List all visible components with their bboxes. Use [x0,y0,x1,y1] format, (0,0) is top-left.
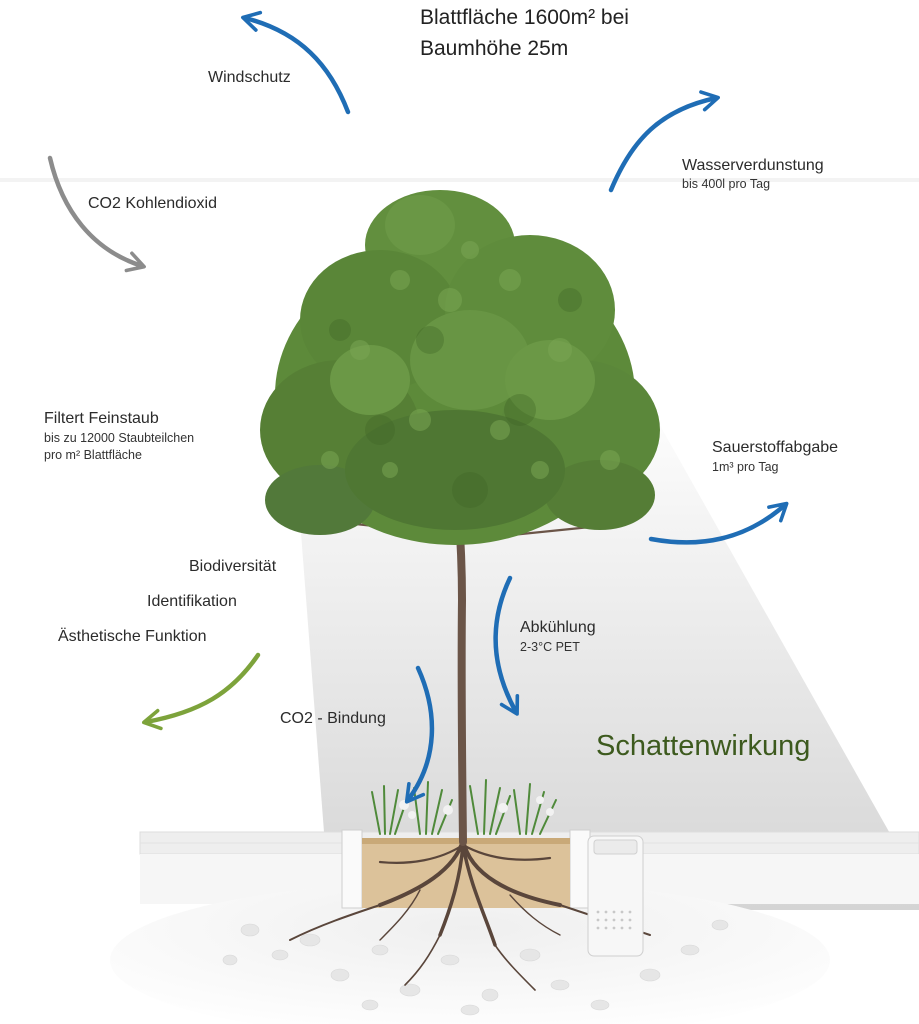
grass-tufts [371,779,557,835]
horizon-band [0,178,919,182]
title-line-2: Baumhöhe 25m [420,37,569,60]
page-title: Blattfläche 1600m² bei Baumhöhe 25m [420,2,629,64]
label-windschutz: Windschutz [208,69,291,86]
canopy-texture [321,241,620,479]
canopy-shade [329,288,582,508]
abkuehlung-arrow [493,575,520,716]
label-schattenwirkung: Schattenwirkung [596,730,811,762]
aesthetik-arrow [141,652,261,731]
feinstaub-main: Filtert Feinstaub [44,410,159,427]
co2-bindung-arrow [404,665,435,804]
label-wasserverdunstung: Wasserverdunstung bis 400l pro Tag [682,157,824,191]
wasser-main: Wasserverdunstung [682,157,824,174]
label-feinstaub: Filtert Feinstaub bis zu 12000 Staubteil… [44,410,194,462]
water-tank [587,835,644,957]
label-aesthetische-funktion: Ästhetische Funktion [58,628,207,645]
title-line-1: Blattfläche 1600m² bei [420,6,629,29]
co2-kohlendioxid-arrow [47,155,146,273]
label-sauerstoffabgabe: Sauerstoffabgabe 1m³ pro Tag [712,439,838,474]
wasserverdunstung-arrow [608,90,720,193]
sauerstoff-sub: 1m³ pro Tag [712,460,779,474]
label-identifikation: Identifikation [147,593,237,610]
windschutz-arrow [241,10,351,115]
abkuehlung-main: Abkühlung [520,619,596,636]
gravel-stones [222,919,729,1016]
tree-canopy [260,190,660,545]
gravel-ground [110,880,830,1024]
grass-blooms [399,796,554,819]
wasser-sub: bis 400l pro Tag [682,177,771,191]
sauerstoff-main: Sauerstoffabgabe [712,439,839,456]
label-co2-kohlendioxid: CO2 Kohlendioxid [88,195,217,212]
label-abkuehlung: Abkühlung 2-3°C PET [520,619,596,654]
abkuehlung-sub: 2-3°C PET [520,640,580,654]
sauerstoff-arrow [648,501,789,545]
label-biodiversitaet: Biodiversität [189,558,277,575]
label-co2-bindung: CO2 - Bindung [280,710,386,727]
feinstaub-sub1: bis zu 12000 Staubteilchen [44,431,195,445]
feinstaub-sub2: pro m² Blattfläche [44,448,142,462]
